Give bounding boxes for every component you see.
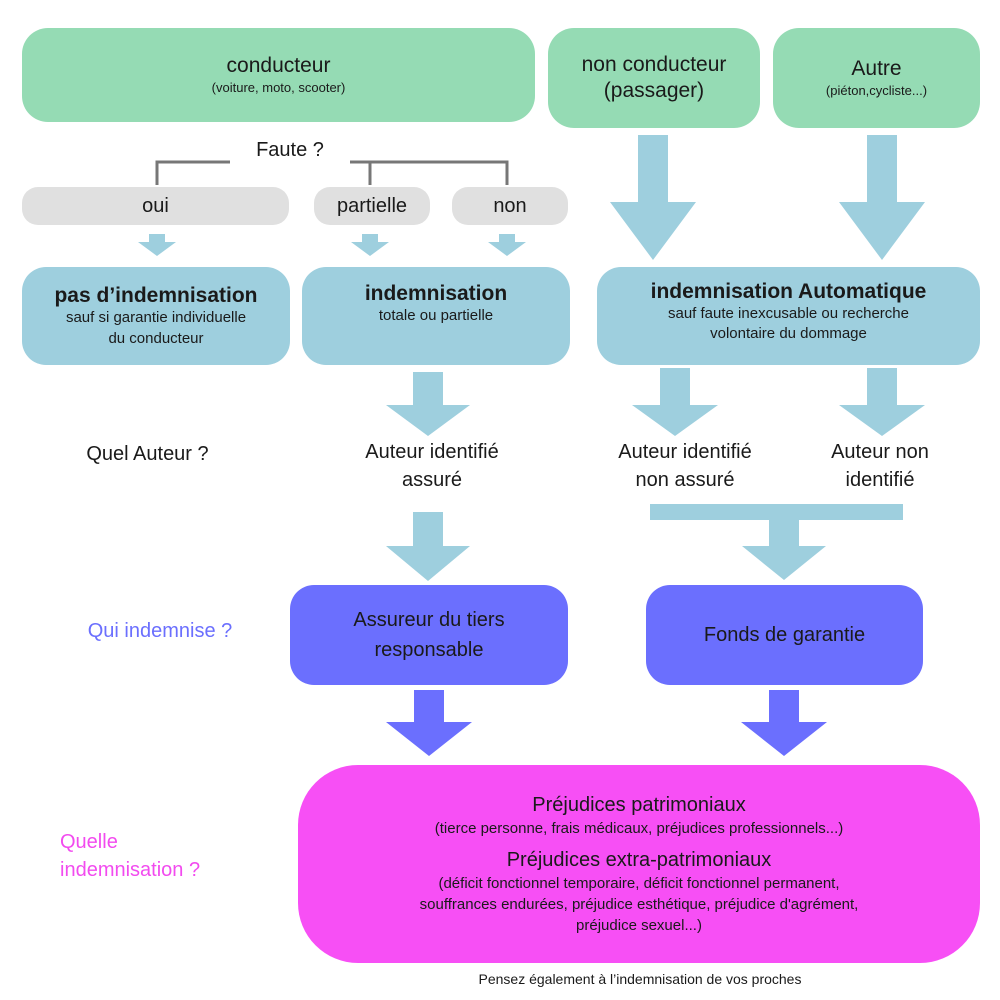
arrow-fonds-down	[741, 690, 827, 756]
assureur-line1: Assureur du tiers	[353, 609, 505, 631]
pill-partielle: partielle	[314, 187, 430, 225]
auto-sub2: volontaire du dommage	[710, 325, 867, 343]
auto-sub1: sauf faute inexcusable ou recherche	[668, 305, 909, 323]
auteur-identifie-non-assure: Auteur identifié non assuré	[575, 438, 795, 494]
merge-bar	[650, 504, 903, 520]
non-conducteur-line2: (passager)	[603, 79, 705, 102]
box-conducteur: conducteur (voiture, moto, scooter)	[22, 28, 535, 122]
assure-line1: Auteur identifié	[365, 441, 499, 463]
partielle-label: partielle	[336, 194, 408, 217]
non-identifie-line2: identifié	[845, 469, 915, 491]
autre-title: Autre	[851, 57, 902, 81]
arrow-auto-right-down	[839, 368, 925, 436]
quelle-line1: Quelle	[60, 831, 118, 853]
box-assureur: Assureur du tiers responsable	[290, 585, 568, 685]
pill-non: non	[452, 187, 568, 225]
indem-sub: totale ou partielle	[378, 307, 494, 325]
pill-oui: oui	[22, 187, 289, 225]
conducteur-title: conducteur	[226, 54, 331, 78]
pas-sub2: du conducteur	[108, 329, 204, 347]
faute-bracket	[155, 160, 509, 185]
box-fonds-garantie: Fonds de garantie	[646, 585, 923, 685]
pas-title: pas d’indemnisation	[54, 284, 258, 308]
extra-sub3: préjudice sexuel...)	[576, 917, 702, 934]
non-label: non	[493, 194, 527, 217]
box-indemnisation-automatique: indemnisation Automatique sauf faute ine…	[597, 267, 980, 365]
indem-title: indemnisation	[364, 282, 508, 305]
qui-indemnise-question: Qui indemnise ?	[87, 620, 233, 642]
box-autre: Autre (piéton,cycliste...)	[773, 28, 980, 128]
box-non-conducteur: non conducteur (passager)	[548, 28, 760, 128]
arrow-auto-left-down	[632, 368, 718, 436]
fonds-label: Fonds de garantie	[703, 624, 866, 646]
arrow-assureur-down	[386, 690, 472, 756]
arrow-non-down	[488, 234, 526, 256]
box-pas-indemnisation: pas d’indemnisation sauf si garantie ind…	[22, 267, 290, 365]
extra-title: Préjudices extra-patrimoniaux	[506, 849, 772, 871]
non-assure-line2: non assuré	[635, 469, 735, 491]
arrow-assure-down	[386, 512, 470, 581]
auto-title: indemnisation Automatique	[650, 280, 927, 303]
assureur-line2: responsable	[374, 639, 484, 661]
box-indemnisation: indemnisation totale ou partielle	[302, 267, 570, 365]
arrow-merge-down	[742, 520, 826, 580]
extra-sub1: (déficit fonctionnel temporaire, déficit…	[438, 875, 840, 892]
non-conducteur-line1: non conducteur	[581, 52, 727, 76]
arrow-non-conducteur-down	[610, 135, 696, 260]
oui-label: oui	[142, 194, 169, 217]
box-prejudices: Préjudices patrimoniaux (tierce personne…	[298, 765, 980, 963]
extra-sub2: souffrances endurées, préjudice esthétiq…	[419, 896, 859, 913]
quel-auteur-question: Quel Auteur ?	[86, 443, 209, 465]
arrow-oui-down	[138, 234, 176, 256]
autre-sub: (piéton,cycliste...)	[825, 82, 928, 98]
non-identifie-line1: Auteur non	[831, 441, 929, 463]
footer-note: Pensez également à l’indemnisation de vo…	[478, 971, 802, 987]
arrow-partielle-down	[351, 234, 389, 256]
arrow-indemnisation-down	[386, 372, 470, 436]
assure-line2: assuré	[401, 469, 463, 491]
auteur-identifie-assure: Auteur identifié assuré	[322, 438, 542, 494]
pas-sub1: sauf si garantie individuelle	[65, 309, 247, 327]
auteur-non-identifie: Auteur non identifié	[790, 438, 970, 494]
conducteur-sub: (voiture, moto, scooter)	[211, 79, 346, 95]
arrow-autre-down	[839, 135, 925, 260]
patrimoniaux-title: Préjudices patrimoniaux	[532, 794, 746, 816]
non-assure-line1: Auteur identifié	[618, 441, 752, 463]
faute-question: Faute ?	[230, 136, 350, 164]
quelle-line2: indemnisation ?	[60, 859, 201, 881]
patrimoniaux-sub: (tierce personne, frais médicaux, préjud…	[434, 820, 844, 837]
quelle-indemnisation-question: Quelle indemnisation ?	[60, 828, 260, 884]
